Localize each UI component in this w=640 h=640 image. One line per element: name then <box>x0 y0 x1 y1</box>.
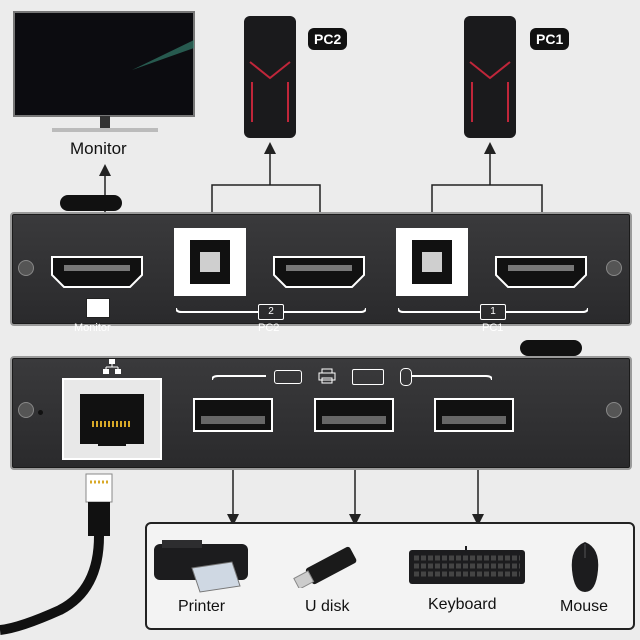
pc2-badge: PC2 <box>308 28 348 50</box>
keyboard-image <box>408 546 526 588</box>
pc2-port-label: PC2 <box>258 322 280 334</box>
keyboard-icon <box>352 369 384 385</box>
hdmi-port-pc2 <box>272 255 366 289</box>
keyboard-label: Keyboard <box>428 596 497 613</box>
mouse-image <box>568 540 602 594</box>
usb-b-port-pc2 <box>174 228 246 296</box>
ethernet-cable <box>0 473 113 635</box>
pc1-port-label: PC1 <box>482 322 504 334</box>
pc1-tower-image <box>460 12 520 142</box>
printer-icon <box>318 368 336 384</box>
screw-left-top <box>18 260 34 276</box>
pc1-small-tag: 1 <box>480 304 506 320</box>
usb-drive-icon <box>274 370 302 384</box>
printer-image <box>152 538 252 594</box>
pc1-badge: PC1 <box>530 28 570 50</box>
bottom-panel-knob <box>520 340 582 356</box>
monitor-label: Monitor <box>70 139 127 158</box>
status-led-dot <box>38 410 43 415</box>
usb-a-port-3 <box>434 398 514 432</box>
pc1-bracket-underline <box>398 307 588 313</box>
usb-b-port-pc1 <box>396 228 468 296</box>
monitor-image <box>12 10 196 135</box>
monitor-port-label: Monitor <box>74 322 111 334</box>
top-panel-knob <box>60 195 122 211</box>
hdmi-port-monitor <box>50 255 144 289</box>
printer-label: Printer <box>178 598 226 615</box>
pc2-small-tag: 2 <box>258 304 284 320</box>
pc2-bracket-underline <box>176 307 366 313</box>
usb-a-port-2 <box>314 398 394 432</box>
usb-bracket-line <box>212 375 492 381</box>
mouse-label: Mouse <box>560 598 609 615</box>
hdmi-port-pc1 <box>494 255 588 289</box>
screw-left-bottom <box>18 402 34 418</box>
monitor-port-icon <box>86 298 110 318</box>
mouse-icon <box>400 368 412 386</box>
udisk-label: U disk <box>305 598 350 615</box>
network-icon <box>102 358 122 376</box>
screw-right-bottom <box>606 402 622 418</box>
pc2-tower-image <box>240 12 300 142</box>
ethernet-port <box>62 378 162 460</box>
udisk-image <box>290 544 366 590</box>
screw-right-top <box>606 260 622 276</box>
usb-a-port-1 <box>193 398 273 432</box>
